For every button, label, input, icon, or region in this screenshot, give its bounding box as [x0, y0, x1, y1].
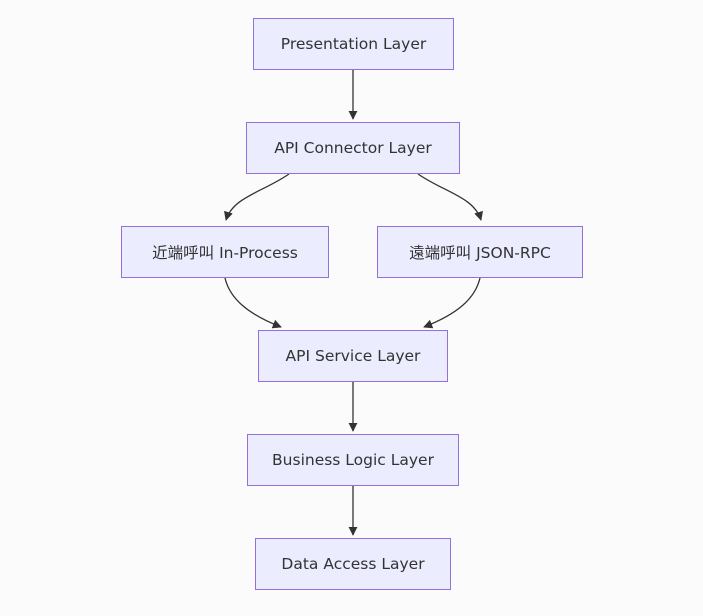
node-label: Presentation Layer — [280, 35, 427, 53]
node-api-service-layer: API Service Layer — [258, 330, 448, 382]
edge-connector-to-in-process — [224, 173, 290, 221]
node-business-logic-layer: Business Logic Layer — [247, 434, 459, 486]
edge-in-process-to-service — [224, 277, 282, 329]
node-data-access-layer: Data Access Layer — [255, 538, 451, 590]
edge-connector-to-json-rpc — [417, 173, 483, 221]
node-label: Data Access Layer — [281, 555, 425, 573]
node-label: Business Logic Layer — [272, 451, 434, 469]
node-label: API Service Layer — [285, 347, 421, 365]
node-api-connector-layer: API Connector Layer — [246, 122, 460, 174]
node-label: 遠端呼叫 JSON-RPC — [409, 244, 551, 262]
node-in-process-call: 近端呼叫 In-Process — [121, 226, 329, 278]
node-presentation-layer: Presentation Layer — [253, 18, 454, 70]
node-json-rpc-call: 遠端呼叫 JSON-RPC — [377, 226, 583, 278]
node-label: API Connector Layer — [274, 139, 432, 157]
edge-json-rpc-to-service — [423, 277, 481, 329]
node-label: 近端呼叫 In-Process — [152, 244, 298, 262]
